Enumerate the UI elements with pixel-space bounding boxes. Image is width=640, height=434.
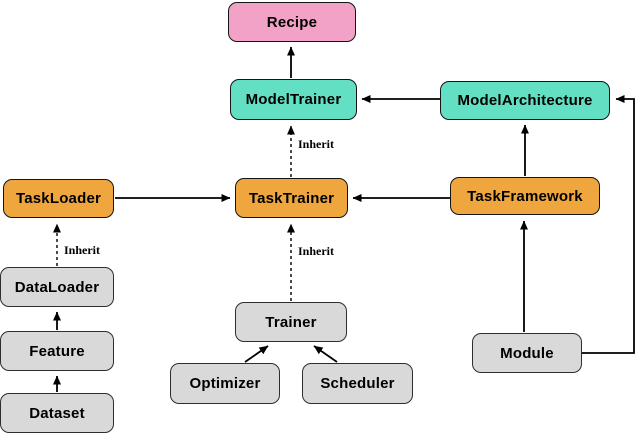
node-task-trainer: TaskTrainer	[235, 178, 348, 218]
node-recipe: Recipe	[228, 2, 356, 42]
node-task-loader: TaskLoader	[3, 179, 114, 218]
node-model-trainer: ModelTrainer	[230, 79, 357, 120]
node-model-architecture: ModelArchitecture	[440, 81, 610, 120]
edge-optimizer-to-trainer	[244, 345, 269, 363]
node-feature: Feature	[0, 331, 114, 371]
inherit-label-dataloader: Inherit	[64, 243, 100, 257]
node-trainer: Trainer	[235, 302, 347, 342]
inherit-label-trainer: Inherit	[298, 244, 334, 258]
edge-scheduler-to-trainer	[313, 345, 338, 363]
node-module: Module	[472, 333, 582, 373]
inherit-label-tasktrainer: Inherit	[298, 137, 334, 151]
edge-module-to-modelarchitecture	[582, 95, 635, 354]
node-task-framework: TaskFramework	[450, 177, 600, 215]
node-data-loader: DataLoader	[0, 267, 114, 307]
node-optimizer: Optimizer	[170, 363, 280, 404]
node-dataset: Dataset	[0, 393, 114, 433]
node-scheduler: Scheduler	[302, 363, 413, 404]
